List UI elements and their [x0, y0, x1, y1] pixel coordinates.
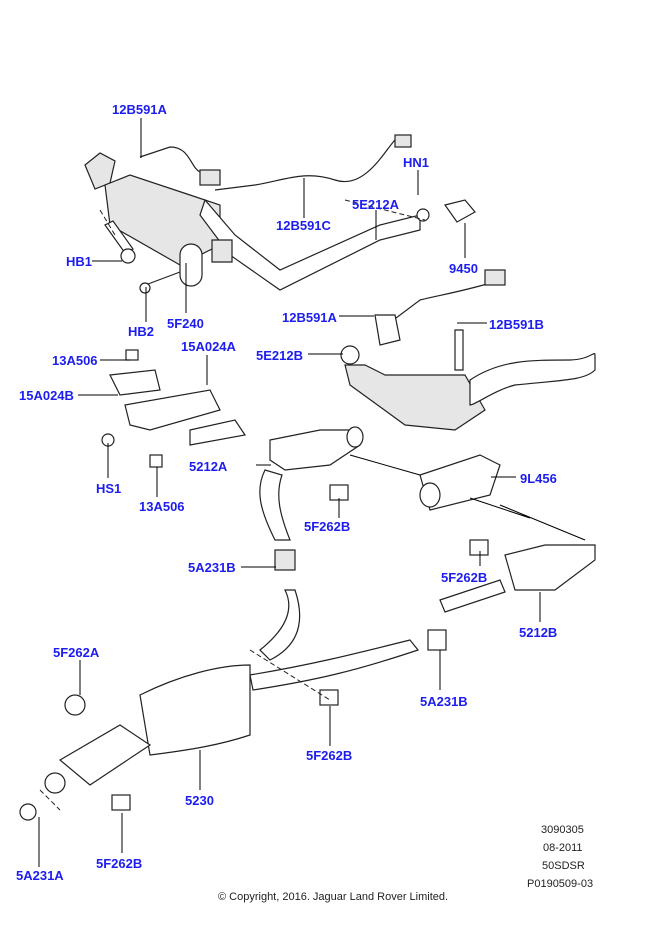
- rear-catalytic-converter: [340, 345, 596, 431]
- brackets: [101, 349, 247, 468]
- callout-9450[interactable]: 9450: [449, 261, 478, 276]
- leader-lines: [38, 118, 541, 867]
- callout-HB1[interactable]: HB1: [66, 254, 93, 269]
- copyright: © Copyright, 2016. Jaguar Land Rover Lim…: [218, 891, 449, 903]
- callout-5F262B-4[interactable]: 5F262B: [96, 856, 143, 871]
- oxygen-sensor-wires: [139, 134, 506, 371]
- callout-5F262B-2[interactable]: 5F262B: [441, 570, 488, 585]
- callout-9L456[interactable]: 9L456: [520, 471, 557, 486]
- callout-12B591B[interactable]: 12B591B: [489, 317, 544, 332]
- callout-5F262A[interactable]: 5F262A: [53, 645, 100, 660]
- callout-13A506-2[interactable]: 13A506: [139, 499, 185, 514]
- callout-5A231A[interactable]: 5A231A: [16, 868, 64, 883]
- callout-12B591A[interactable]: 12B591A: [112, 102, 167, 117]
- callout-5A231B-2[interactable]: 5A231B: [420, 694, 468, 709]
- callout-5A231B[interactable]: 5A231B: [188, 560, 236, 575]
- callout-5E212B[interactable]: 5E212B: [256, 348, 303, 363]
- callout-5E212A[interactable]: 5E212A: [352, 197, 399, 212]
- callout-5212B[interactable]: 5212B: [519, 625, 558, 640]
- callout-5230[interactable]: 5230: [185, 793, 214, 808]
- diagram-date: 08-2011: [543, 842, 583, 854]
- callout-13A506[interactable]: 13A506: [52, 353, 98, 368]
- callout-5F262B-3[interactable]: 5F262B: [306, 748, 353, 763]
- callout-HN1[interactable]: HN1: [403, 155, 430, 170]
- tailpipes-and-mufflers: [19, 426, 596, 821]
- callout-12B591C[interactable]: 12B591C: [276, 218, 331, 233]
- diagram-id: 3090305: [541, 824, 584, 836]
- callout-15A024B[interactable]: 15A024B: [19, 388, 74, 403]
- callout-12B591A-2[interactable]: 12B591A: [282, 310, 337, 325]
- callout-5F262B[interactable]: 5F262B: [304, 519, 351, 534]
- callout-15A024A[interactable]: 15A024A: [181, 339, 236, 354]
- callout-HS1[interactable]: HS1: [96, 481, 122, 496]
- diagram-ref: P0190509-03: [527, 878, 594, 890]
- callout-HB2[interactable]: HB2: [128, 324, 155, 339]
- callout-5F240[interactable]: 5F240: [167, 316, 204, 331]
- callout-5212A[interactable]: 5212A: [189, 459, 228, 474]
- diagram-code: 50SDSR: [542, 860, 585, 872]
